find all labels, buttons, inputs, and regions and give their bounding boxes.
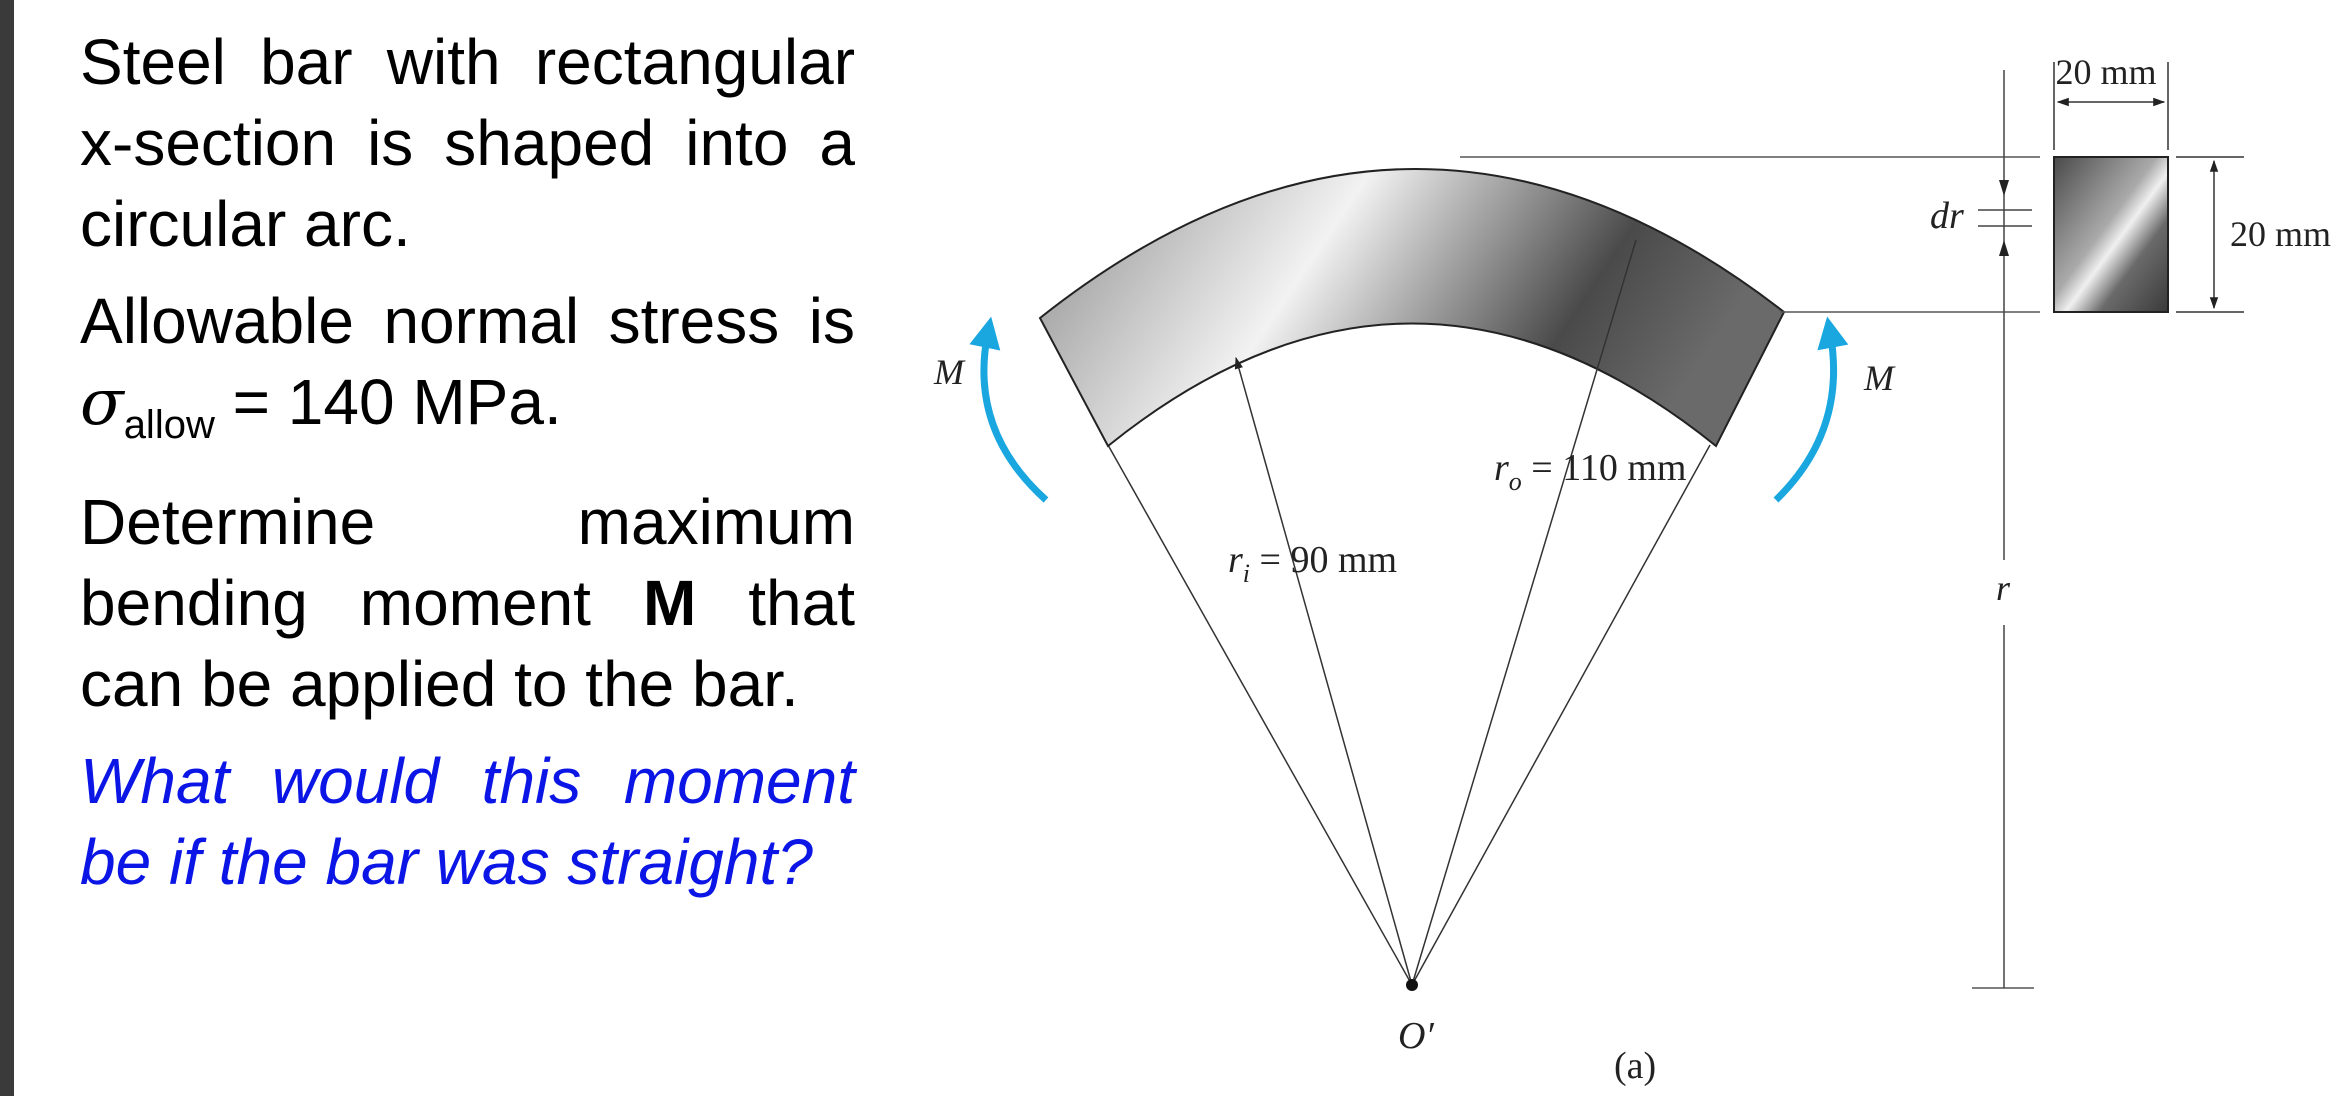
section-width-dimension <box>2053 62 2169 150</box>
stress-prefix: Allowable normal stress is <box>80 285 855 357</box>
center-label: O′ <box>1398 1015 1434 1057</box>
paragraph-task: Determine maximum bending moment M that … <box>80 482 855 725</box>
dr-label: dr <box>1930 195 1964 237</box>
question-text: What would this moment be if the bar was… <box>80 745 855 898</box>
problem-statement: Steel bar with rectangular x-section is … <box>80 22 855 919</box>
center-point <box>1406 979 1418 991</box>
dr-arrow-up <box>1999 240 2009 256</box>
dr-arrow-down <box>1999 180 2009 196</box>
moment-arrow-right <box>1773 316 1849 503</box>
radial-lines <box>1107 444 1711 986</box>
radius-lines <box>1234 239 1637 986</box>
left-edge-bar <box>0 0 14 1096</box>
description-text: Steel bar with rectangular x-section is … <box>80 26 855 260</box>
stress-value: = 140 MPa. <box>214 366 562 438</box>
inner-radius-line <box>1234 356 1413 986</box>
r-dimension <box>1978 70 2032 988</box>
moment-arrow-left <box>969 316 1049 503</box>
moment-symbol: M <box>642 567 697 639</box>
moment-label-right: M <box>1863 358 1896 398</box>
r-label: r <box>1996 568 2011 608</box>
figure-caption: (a) <box>1614 1045 1656 1087</box>
moment-label-left: M <box>933 352 966 392</box>
sigma-subscript: allow <box>123 403 215 447</box>
cross-section <box>2053 156 2169 313</box>
section-height-dimension <box>2176 156 2244 313</box>
outer-radius-label: ro = 110 mm <box>1494 447 1686 496</box>
inner-radius-label: ri = 90 mm <box>1228 539 1397 588</box>
outer-radius-line <box>1411 239 1637 986</box>
paragraph-description: Steel bar with rectangular x-section is … <box>80 22 855 265</box>
extension-lines <box>1460 156 2040 989</box>
section-height-label: 20 mm <box>2230 214 2331 254</box>
paragraph-allowable-stress: Allowable normal stress is σallow = 140 … <box>80 281 855 466</box>
paragraph-question: What would this moment be if the bar was… <box>80 741 855 903</box>
task-suffix: that can be applied to the bar. <box>80 567 856 720</box>
sigma-symbol: σ <box>80 366 124 440</box>
curved-bar <box>1038 168 1786 448</box>
section-width-label: 20 mm <box>2055 52 2156 92</box>
task-prefix: Determine maximum bending moment <box>80 486 855 639</box>
left-boundary-line <box>1107 444 1413 986</box>
right-boundary-line <box>1411 444 1711 986</box>
